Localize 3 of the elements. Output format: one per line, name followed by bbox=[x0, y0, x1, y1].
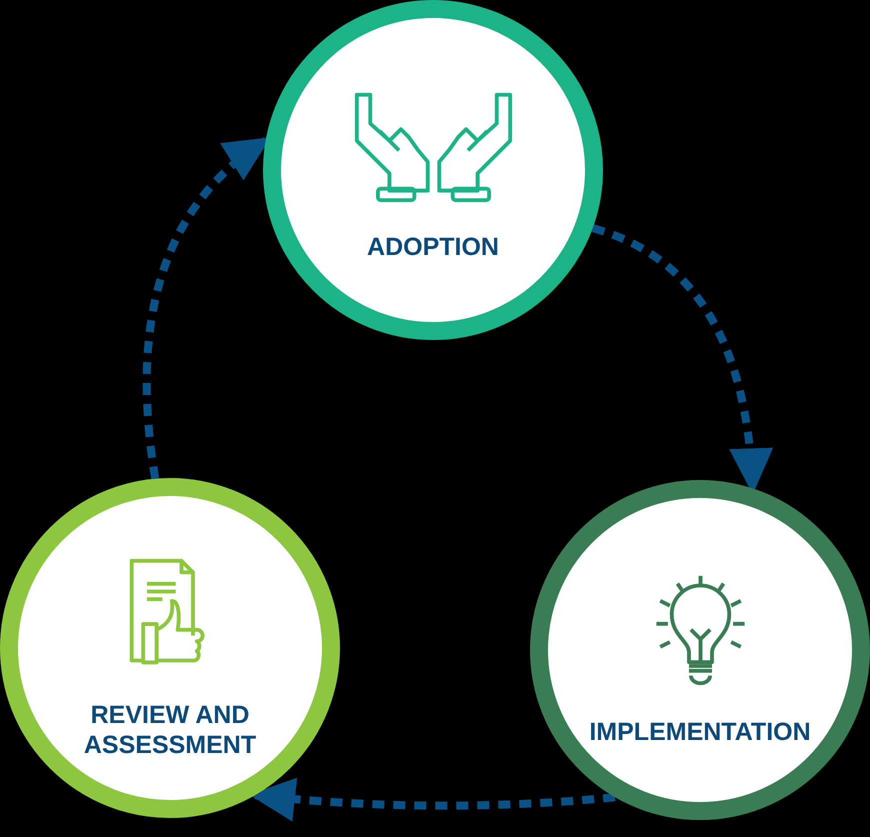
stage-label: REVIEW AND ASSESSMENT bbox=[82, 700, 258, 760]
stage-label: ADOPTION bbox=[367, 232, 499, 262]
stage-label: IMPLEMENTATION bbox=[589, 716, 811, 746]
